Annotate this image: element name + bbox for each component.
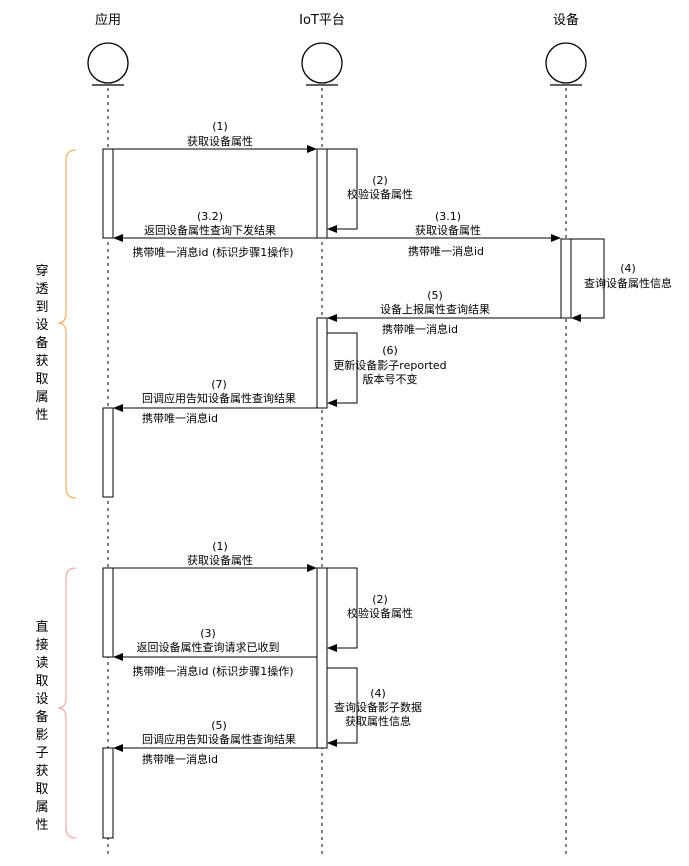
- top-msg-6-line2: 版本号不变: [363, 372, 418, 386]
- top-msg-3-2-num: (3.2): [197, 210, 223, 223]
- svg-text:直: 直: [35, 620, 48, 635]
- top-msg-1-label: 获取设备属性: [187, 134, 253, 148]
- svg-text:接: 接: [35, 637, 48, 653]
- activation-iot-3: [316, 567, 328, 749]
- top-msg-7-num: (7): [211, 378, 227, 391]
- svg-text:读: 读: [35, 656, 48, 671]
- participant-device-icon: [545, 42, 587, 86]
- group-label-top: 穿 透 到 设 备 获 取 属 性: [35, 263, 48, 423]
- bottom-msg-4-line2: 获取属性信息: [345, 714, 411, 728]
- activation-iot-2: [316, 317, 328, 409]
- top-msg-3-2-label: 返回设备属性查询下发结果: [144, 223, 276, 237]
- bottom-msg-3-note: 携带唯一消息id (标识步骤1操作): [132, 664, 293, 678]
- bottom-msg-4-num: (4): [370, 687, 386, 700]
- participant-device-label: 设备: [553, 12, 579, 28]
- bottom-msg-4-arrow: [327, 667, 358, 747]
- svg-text:备: 备: [35, 709, 48, 725]
- participant-iot-icon: [301, 42, 343, 86]
- group-brace-bottom: [57, 567, 77, 839]
- top-msg-4-label: 查询设备属性信息: [584, 276, 672, 290]
- top-msg-6-num: (6): [382, 344, 398, 357]
- svg-text:设: 设: [35, 318, 48, 333]
- top-msg-2-label: 校验设备属性: [347, 187, 413, 201]
- svg-text:获: 获: [35, 354, 48, 369]
- bottom-msg-5-label: 回调应用告知设备属性查询结果: [142, 732, 296, 746]
- participant-iot-label: IoT平台: [299, 13, 345, 28]
- top-msg-7-label: 回调应用告知设备属性查询结果: [142, 391, 296, 405]
- top-msg-2-arrow: [327, 148, 358, 233]
- top-msg-3-1-note: 携带唯一消息id: [408, 244, 484, 258]
- top-msg-5-label: 设备上报属性查询结果: [380, 302, 490, 316]
- group-label-bottom: 直 接 读 取 设 备 影 子 获 取 属 性: [35, 620, 48, 833]
- participant-app-icon: [87, 42, 129, 86]
- svg-text:穿: 穿: [35, 263, 48, 279]
- bottom-msg-2-label: 校验设备属性: [347, 606, 413, 620]
- bottom-msg-3-label: 返回设备属性查询请求已收到: [137, 640, 280, 654]
- top-msg-3-1-label: 获取设备属性: [415, 223, 481, 237]
- activation-device-1: [560, 238, 572, 319]
- svg-text:性: 性: [35, 818, 48, 833]
- svg-text:透: 透: [35, 282, 48, 297]
- activation-app-3: [102, 567, 114, 658]
- bottom-msg-5-num: (5): [211, 719, 227, 732]
- participant-app-label: 应用: [95, 12, 121, 28]
- bottom-msg-1-label: 获取设备属性: [187, 553, 253, 567]
- bottom-msg-2-arrow: [327, 567, 358, 652]
- top-msg-6-line1: 更新设备影子reported: [333, 358, 446, 372]
- svg-text:影: 影: [35, 728, 48, 743]
- group-brace-top: [57, 149, 77, 499]
- bottom-msg-4-line1: 查询设备影子数据: [334, 700, 422, 714]
- bottom-msg-3-num: (3): [200, 627, 216, 640]
- activation-iot-1: [316, 148, 328, 239]
- svg-text:取: 取: [35, 674, 48, 689]
- top-msg-4-arrow: [571, 238, 605, 322]
- bottom-msg-1-num: (1): [212, 540, 228, 553]
- top-msg-3-2-note: 携带唯一消息id (标识步骤1操作): [132, 245, 293, 259]
- top-msg-6-arrow: [327, 332, 358, 407]
- svg-text:取: 取: [35, 372, 48, 387]
- svg-text:性: 性: [35, 408, 48, 423]
- top-msg-2-num: (2): [372, 174, 388, 187]
- bottom-msg-2-num: (2): [372, 593, 388, 606]
- bottom-msg-5-note: 携带唯一消息id: [142, 752, 218, 766]
- svg-text:属: 属: [35, 800, 48, 815]
- svg-text:获: 获: [35, 764, 48, 779]
- svg-text:到: 到: [35, 300, 48, 315]
- svg-text:属: 属: [35, 390, 48, 405]
- activation-app-4: [102, 747, 114, 839]
- top-msg-3-1-num: (3.1): [435, 210, 461, 223]
- activation-app-1: [102, 148, 114, 239]
- svg-text:取: 取: [35, 782, 48, 797]
- top-msg-5-num: (5): [427, 289, 443, 302]
- activation-app-2: [102, 407, 114, 498]
- svg-text:子: 子: [35, 746, 48, 761]
- top-msg-4-num: (4): [620, 262, 636, 275]
- svg-text:备: 备: [35, 335, 48, 351]
- top-msg-1-num: (1): [212, 120, 228, 133]
- top-msg-7-note: 携带唯一消息id: [142, 411, 218, 425]
- svg-text:设: 设: [35, 692, 48, 707]
- top-msg-5-note: 携带唯一消息id: [382, 322, 458, 336]
